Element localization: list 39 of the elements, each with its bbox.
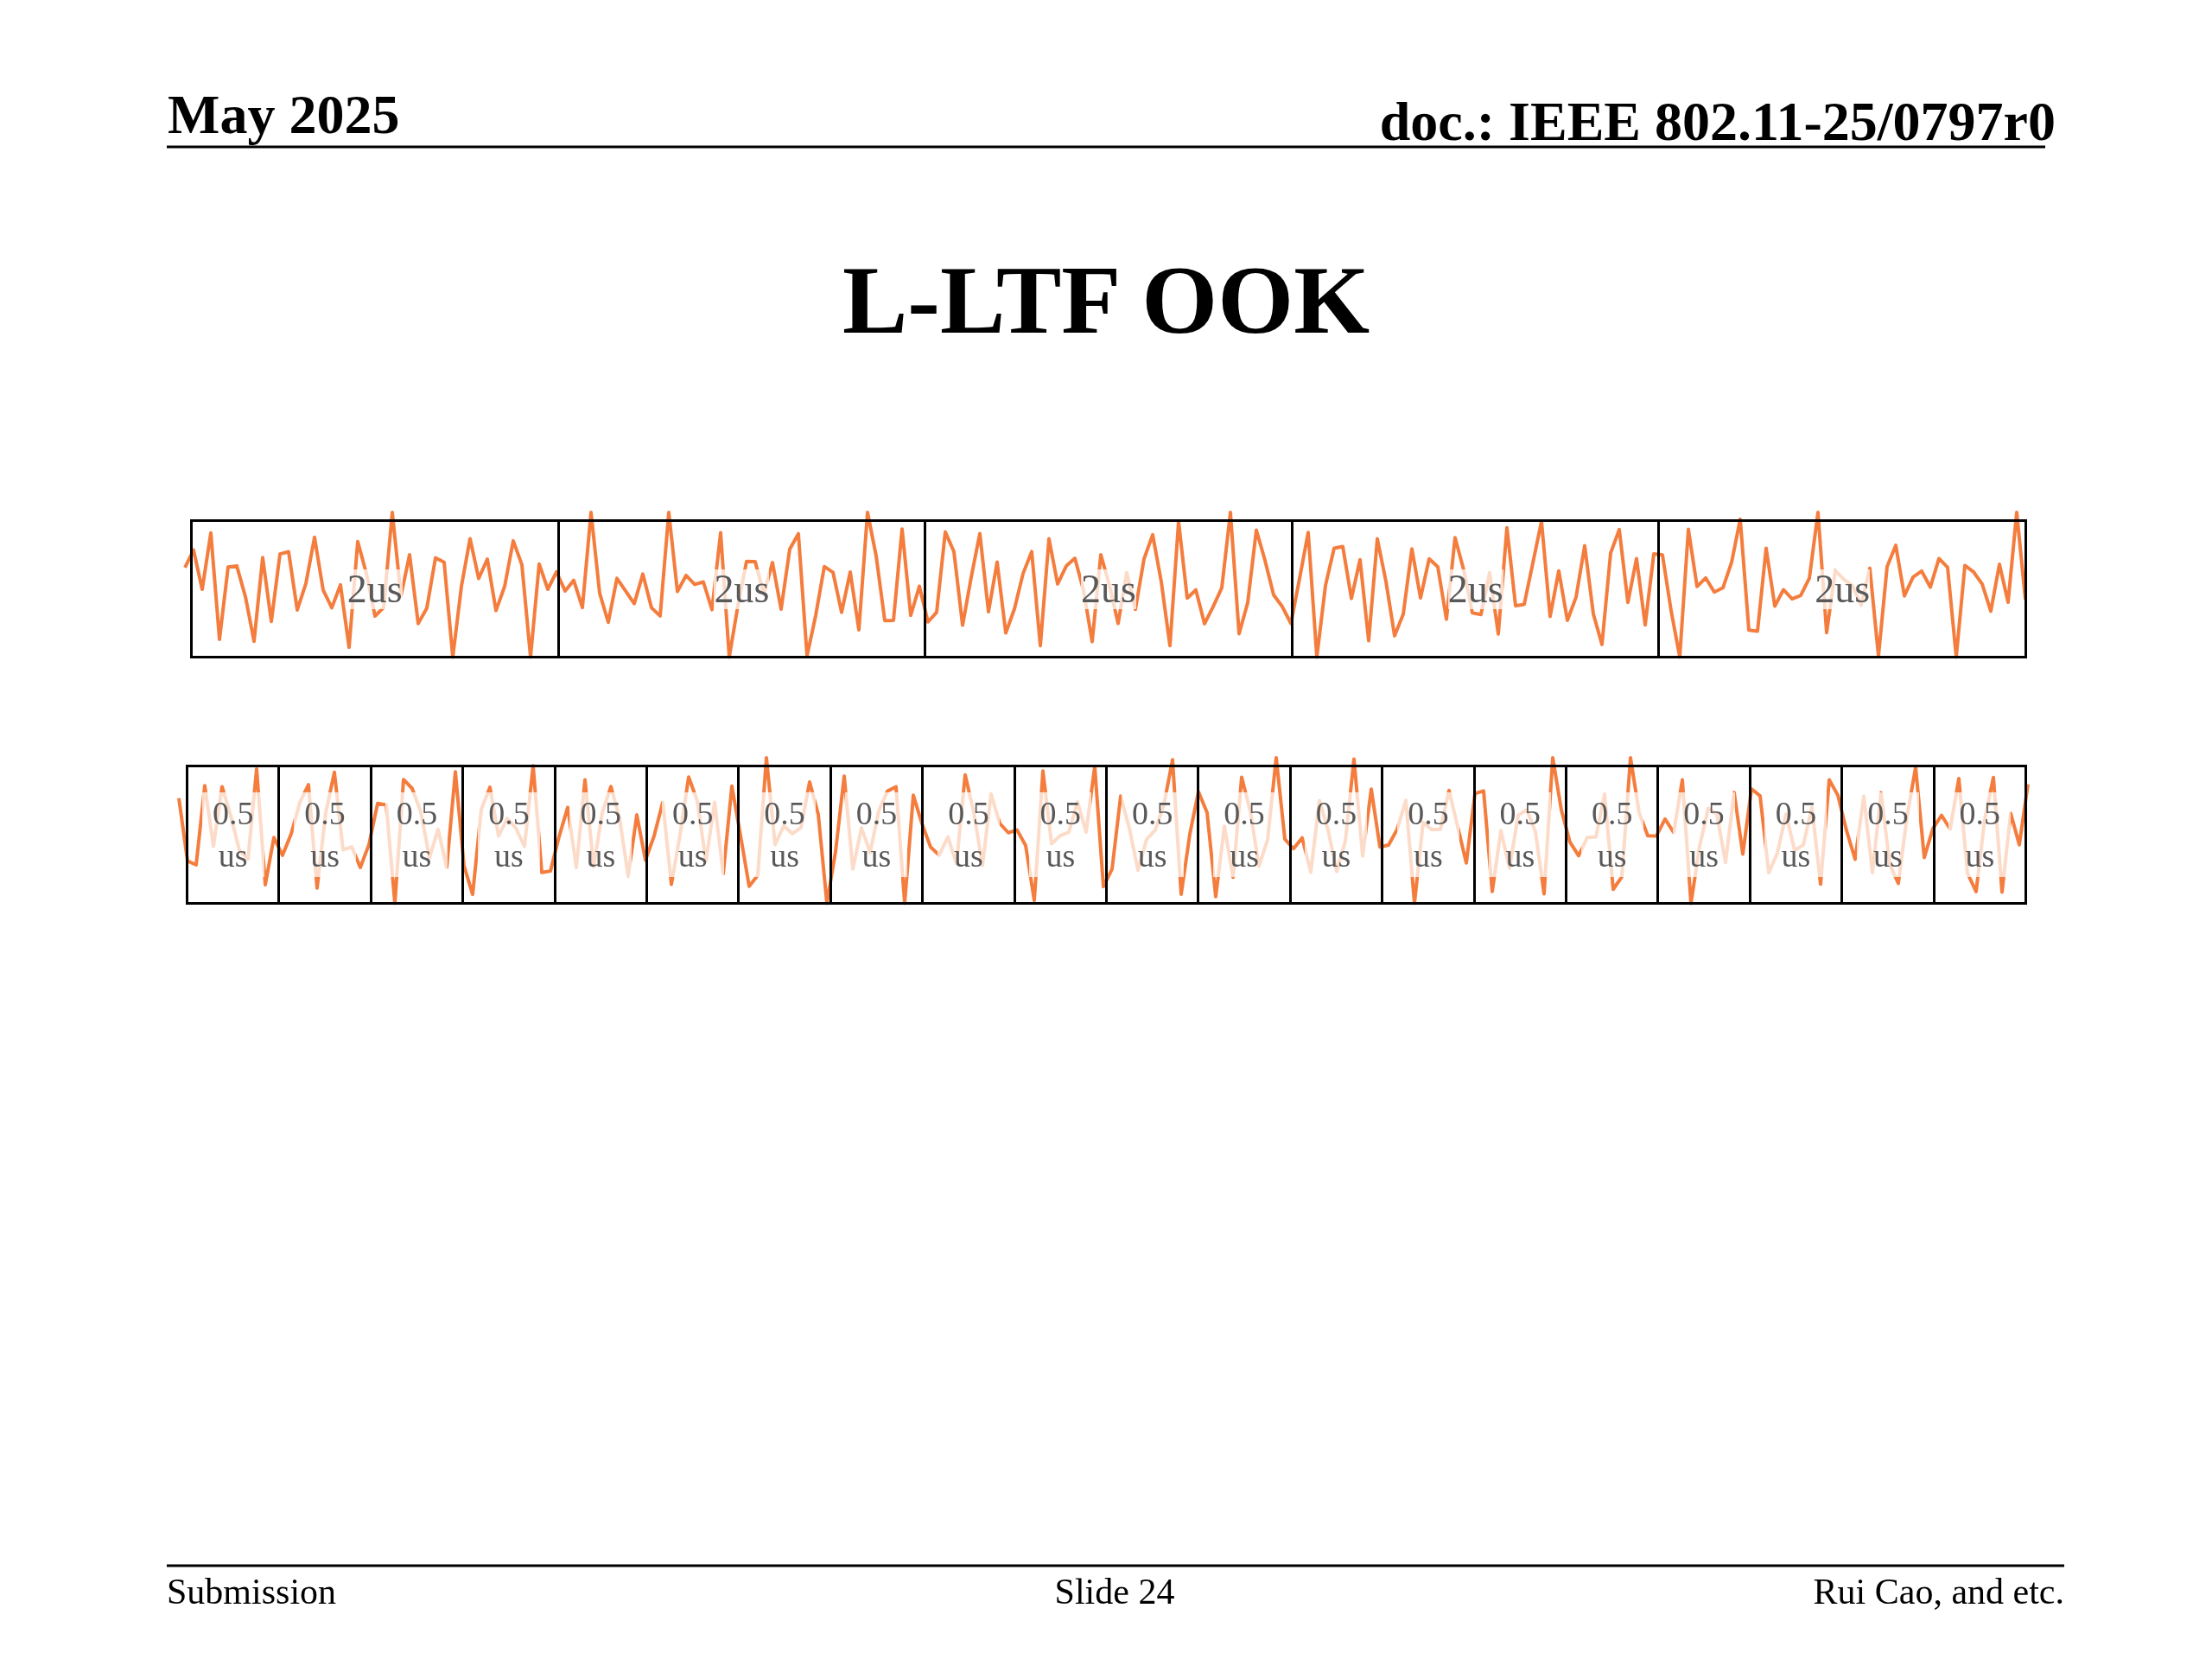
document-number: doc.: IEEE 802.11-25/0797r0 [1379,94,2056,149]
duration-label: 0.5 us [385,792,448,877]
author-text: Rui Cao, and etc. [1813,1573,2064,1610]
duration-label: 0.5 us [845,792,908,877]
duration-label: 0.5 us [569,792,632,877]
time-segment-box [737,765,832,905]
duration-label: 2us [1081,569,1136,609]
duration-label: 0.5 us [294,792,357,877]
time-segment-box [190,519,560,658]
duration-label: 2us [346,569,403,609]
duration-label: 0.5 us [1305,792,1368,877]
duration-label: 0.5 us [1764,792,1827,877]
slide-number: Slide 24 [1054,1573,1175,1610]
time-segment-box [461,765,556,905]
time-segment-box [924,519,1294,658]
duration-label: 0.5 us [1948,792,2012,877]
duration-label: 0.5 us [1580,792,1643,877]
time-segment-box [1657,519,2027,658]
duration-label: 2us [1447,569,1503,609]
time-segment-box [1840,765,1936,905]
time-segment-box [1381,765,1476,905]
duration-label: 2us [1815,569,1871,609]
duration-label: 0.5 us [201,792,264,877]
duration-label: 0.5 us [1396,792,1459,877]
slide-title: L-LTF OOK [841,251,1371,348]
duration-label: 0.5 us [1121,792,1184,877]
duration-label: 0.5 us [1856,792,1919,877]
time-segment-box [1197,765,1292,905]
duration-label: 0.5 us [1673,792,1736,877]
duration-label: 0.5 us [1213,792,1276,877]
duration-label: 0.5 us [661,792,724,877]
time-segment-box [921,765,1016,905]
duration-label: 0.5 us [753,792,817,877]
footer-text: Submission [167,1573,337,1610]
duration-label: 2us [714,569,770,609]
duration-label: 0.5 us [1489,792,1552,877]
time-segment-box [277,765,372,905]
duration-label: 0.5 us [1029,792,1092,877]
time-segment-box [1656,765,1751,905]
